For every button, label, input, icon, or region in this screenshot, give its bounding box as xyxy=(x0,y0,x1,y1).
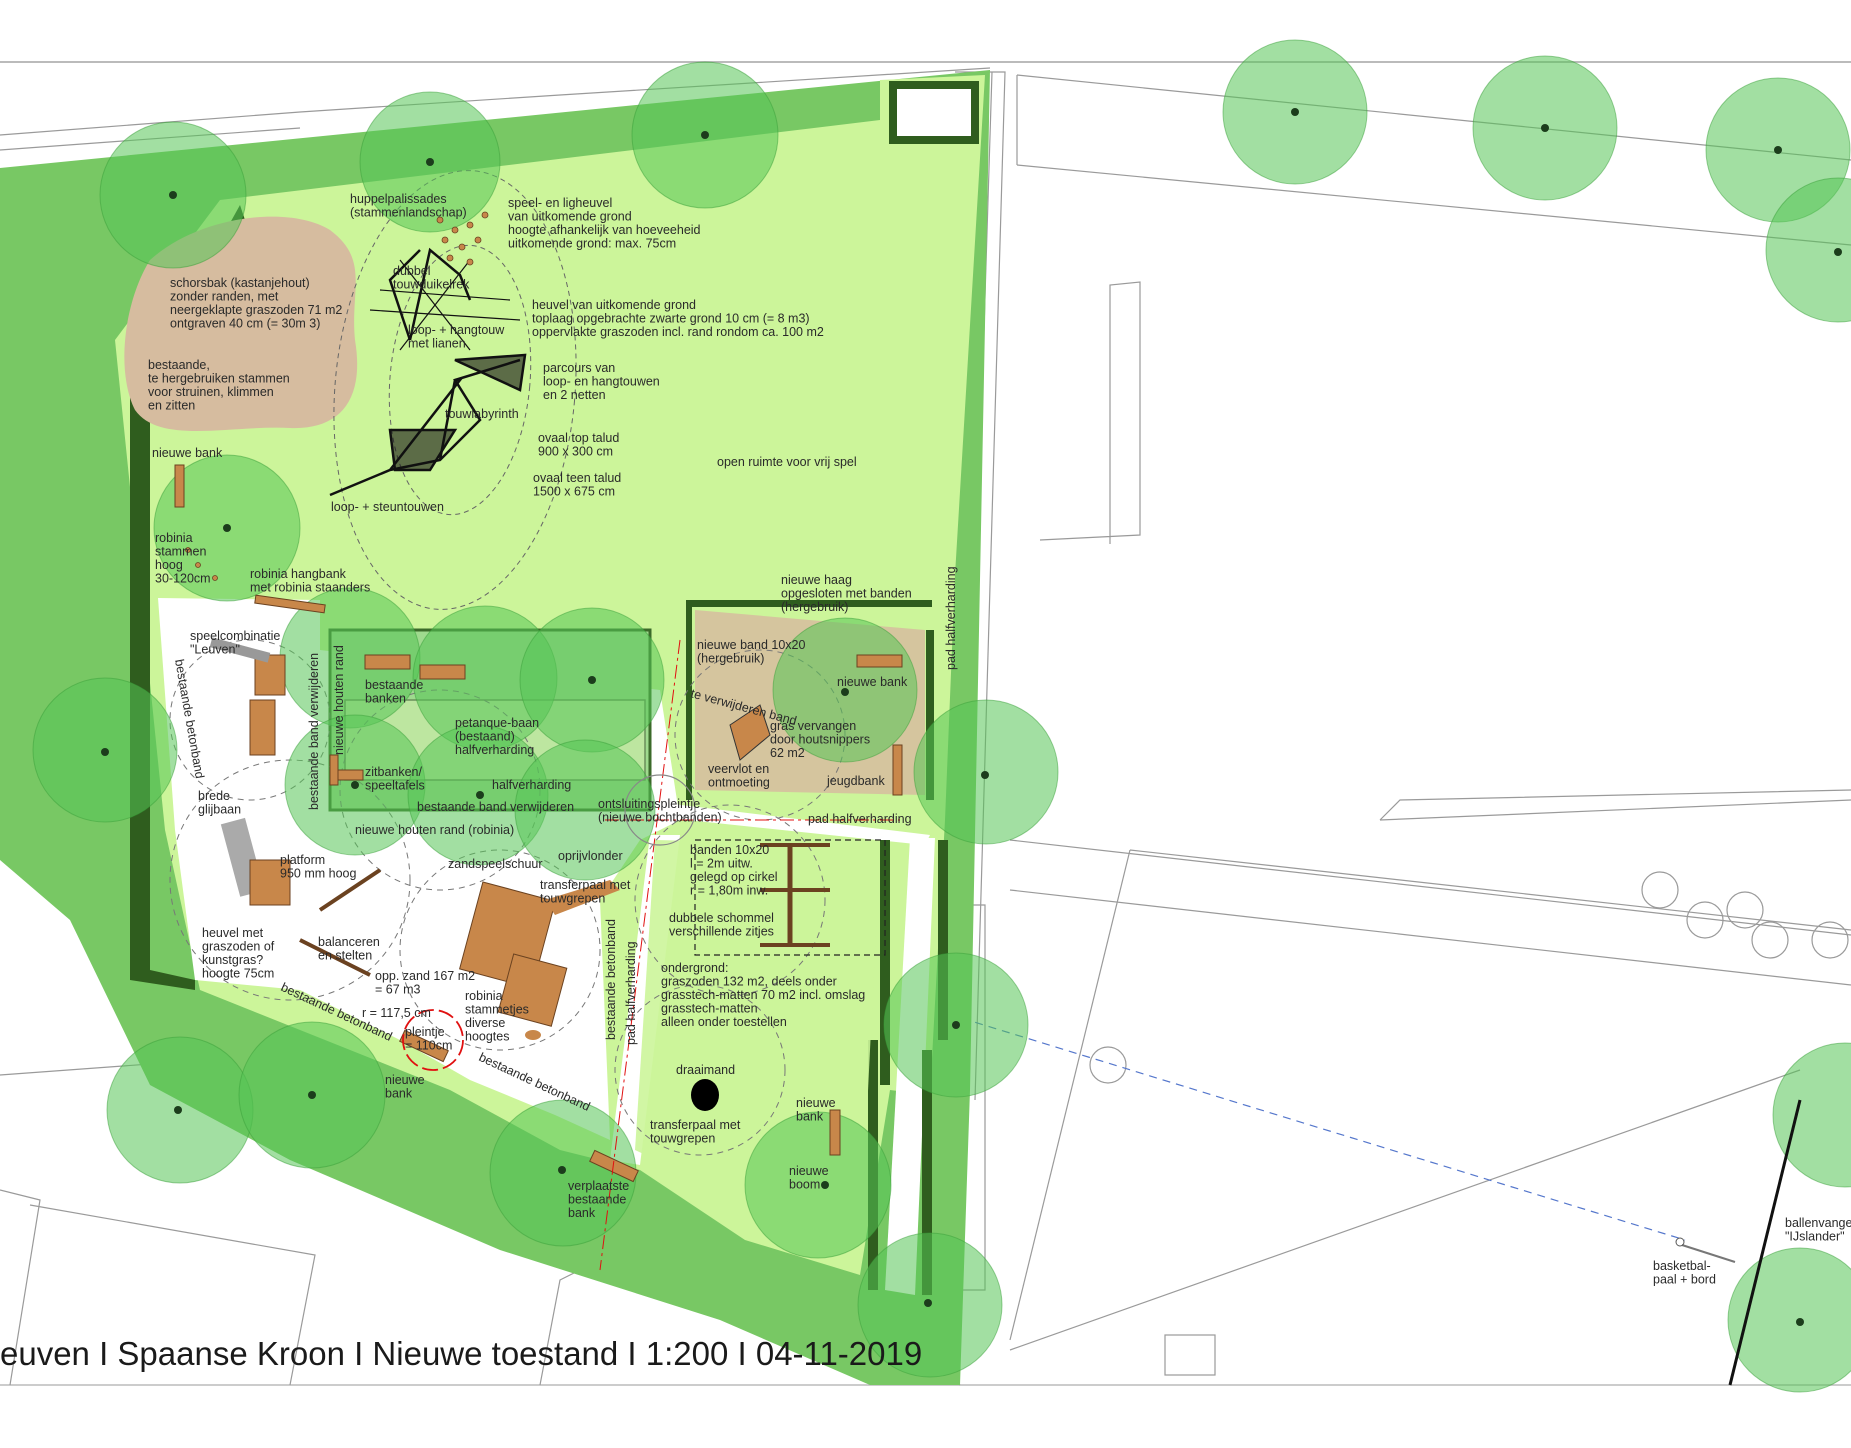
label-ondergrond: ondergrond:graszoden 132 m2, deels onder… xyxy=(661,961,865,1029)
label-pleintje: pleintje= 110cm xyxy=(405,1025,452,1053)
label-zandspeelschuur: zandspeelschuur xyxy=(448,857,543,871)
label-opp-zand: opp. zand 167 m2= 67 m3 xyxy=(375,969,475,997)
label-betonband-2: bestaande betonband xyxy=(604,919,618,1040)
label-houten-rand-v: nieuwe houten rand xyxy=(332,645,346,755)
label-steuntouwen: loop- + steuntouwen xyxy=(331,500,444,514)
label-pad-halfverharding-3: pad halfverharding xyxy=(624,941,638,1045)
label-pad-halfverharding-1: pad halfverharding xyxy=(944,566,958,670)
benches xyxy=(174,464,903,1183)
label-pad-halfverharding-2: pad halfverharding xyxy=(808,812,912,826)
label-zitbanken: zitbanken/speeltafels xyxy=(365,765,425,793)
label-schorsbak: schorsbak (kastanjehout)zonder randen, m… xyxy=(170,276,342,331)
play-equipment xyxy=(209,637,886,1111)
label-huppel: huppelpalissades(stammenlandschap) xyxy=(350,192,467,220)
bark-area xyxy=(124,216,358,432)
label-band-verwijderen-v: bestaande band verwijderen xyxy=(307,653,321,810)
label-ballenvanger: ballenvanger"IJslander" xyxy=(1785,1216,1851,1244)
label-houten-rand-h: nieuwe houten rand (robinia) xyxy=(355,823,514,837)
plan-title: euven I Spaanse Kroon I Nieuwe toestand … xyxy=(0,1335,923,1372)
label-oprijvlonder: oprijvlonder xyxy=(558,849,623,863)
label-ontsluiting: ontsluitingspleintje(nieuwe bochtbanden) xyxy=(598,797,722,825)
label-jeugdbank: jeugdbank xyxy=(826,774,885,788)
label-touwlabyrinth: touwlabyrinth xyxy=(445,407,519,421)
label-band-verwijderen-h: bestaande band verwijderen xyxy=(417,800,574,814)
label-radius: r = 117,5 cm xyxy=(362,1006,431,1020)
label-open-ruimte: open ruimte voor vrij spel xyxy=(717,455,857,469)
plan-labels: huppelpalissades(stammenlandschap) speel-… xyxy=(148,192,1851,1287)
rope-parcours xyxy=(329,247,527,497)
label-basketbal: basketbal-paal + bord xyxy=(1653,1259,1716,1287)
tree-trunks xyxy=(101,108,1842,1326)
label-nieuwe-bank-2: nieuwe bank xyxy=(837,675,908,689)
label-nieuwe-bank-1: nieuwe bank xyxy=(152,446,223,460)
label-halfverharding: halfverharding xyxy=(492,778,571,792)
label-speelcombinatie: speelcombinatie"Leuven" xyxy=(190,629,280,657)
label-draaimand: draaimand xyxy=(676,1063,735,1077)
label-petanque: petanque-baan(bestaand)halfverharding xyxy=(455,716,539,757)
label-band-10x20-a: nieuwe band 10x20(hergebruik) xyxy=(697,638,805,666)
